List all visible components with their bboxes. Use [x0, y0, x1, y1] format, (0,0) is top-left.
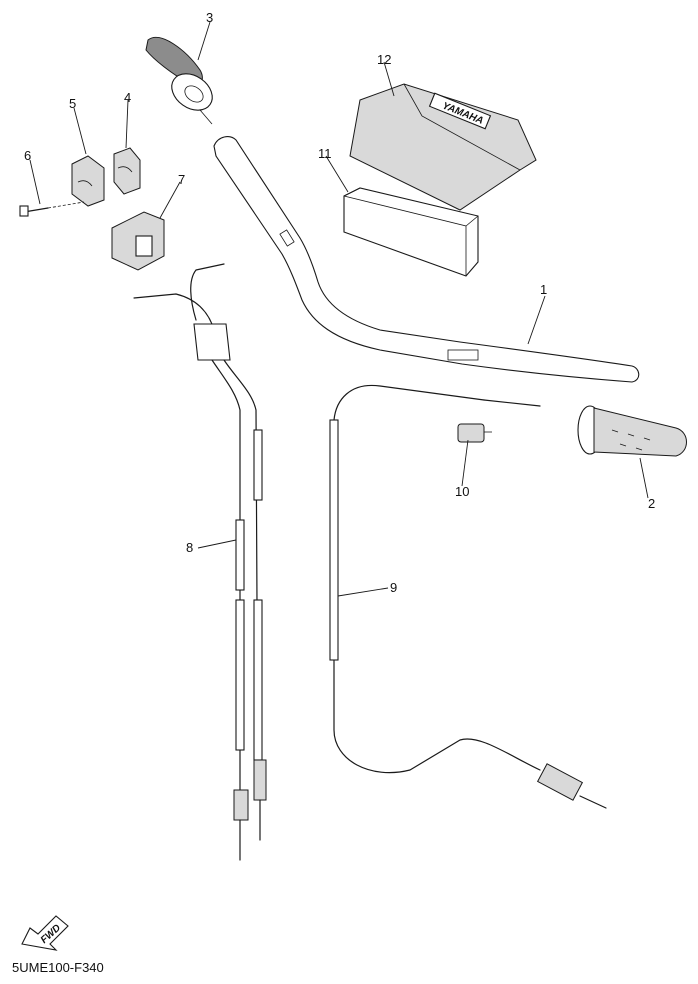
crossbar-cover: YAMAHA — [349, 83, 537, 211]
handlebar — [213, 136, 640, 383]
fwd-arrow-icon: FWD — [21, 915, 69, 951]
callout-7: 7 — [178, 172, 185, 187]
figure-code: 5UME100-F340 — [12, 960, 104, 975]
callout-8: 8 — [186, 540, 193, 555]
cable-adjuster — [457, 423, 492, 443]
callout-6: 6 — [24, 148, 31, 163]
throttle-cables — [133, 263, 267, 861]
left-grip — [577, 405, 687, 457]
callout-2: 2 — [648, 496, 655, 511]
lower-holder — [71, 155, 105, 207]
callout-5: 5 — [69, 96, 76, 111]
callout-9: 9 — [390, 580, 397, 595]
upper-holder — [113, 147, 141, 195]
clutch-cable — [329, 384, 607, 809]
handlebar-pad — [343, 187, 479, 277]
callout-3: 3 — [206, 10, 213, 25]
callout-labels: 1 2 3 4 5 6 7 8 9 10 11 12 — [24, 10, 655, 595]
bracket — [111, 211, 165, 271]
callout-12: 12 — [377, 52, 391, 67]
bolt — [19, 201, 85, 217]
callout-10: 10 — [455, 484, 469, 499]
callout-1: 1 — [540, 282, 547, 297]
callout-11: 11 — [318, 146, 332, 161]
callout-4: 4 — [124, 90, 131, 105]
throttle-grip — [145, 36, 213, 125]
leader-lines — [29, 21, 649, 597]
